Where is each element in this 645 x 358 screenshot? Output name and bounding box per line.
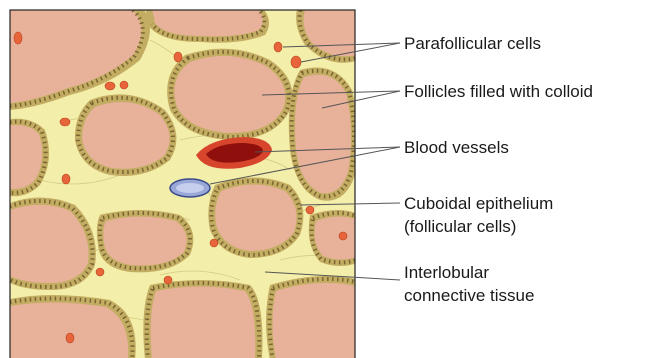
label-connective-tissue: connective tissue xyxy=(404,286,534,305)
follicle xyxy=(266,276,360,358)
follicle xyxy=(289,68,358,201)
label-parafollicular-cells: Parafollicular cells xyxy=(404,34,541,53)
label-follicles: Follicles filled with colloid xyxy=(404,82,593,101)
label-blood-vessels: Blood vessels xyxy=(404,138,509,157)
follicle xyxy=(97,210,193,272)
label-follicular-cells: (follicular cells) xyxy=(404,217,516,236)
follicle xyxy=(5,295,136,358)
label-cuboidal-epithelium: Cuboidal epithelium xyxy=(404,194,553,213)
follicle xyxy=(208,178,303,259)
vein xyxy=(170,179,210,197)
tissue-panel xyxy=(5,5,360,358)
follicle xyxy=(143,280,262,358)
label-interlobular: Interlobular xyxy=(404,263,489,282)
labels: Parafollicular cells Follicles filled wi… xyxy=(404,34,593,305)
